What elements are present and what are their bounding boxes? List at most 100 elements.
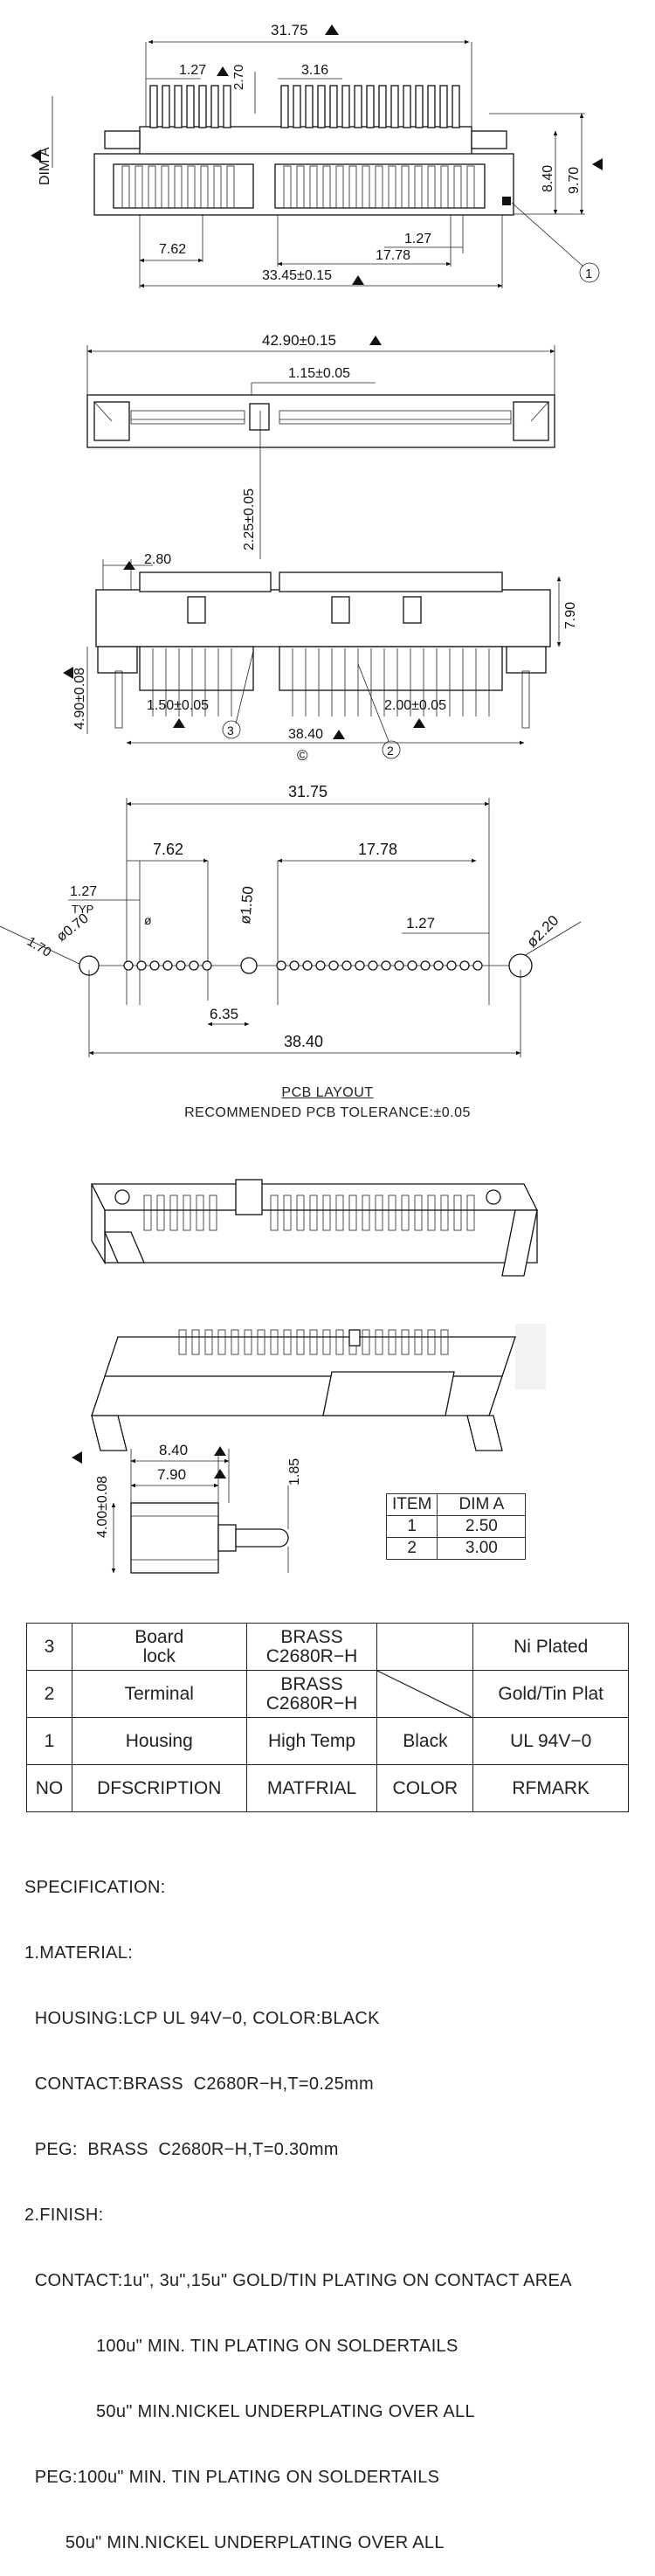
pcb-dim-phi150: ø1.50 (237, 885, 257, 924)
bom-header-no: NO (26, 1764, 72, 1812)
bom-color (376, 1623, 474, 1671)
iso-view-bottom (91, 1324, 546, 1451)
dim-840: 8.40 (541, 165, 555, 192)
spec-line: 50u" MIN.NICKEL UNDERPLATING OVER ALL (24, 2402, 475, 2421)
dim-a-table: ITEM DIM A 1 2.50 2 3.00 (385, 1493, 527, 1560)
dim-side-200: 2.00±0.05 (384, 698, 446, 713)
dim-side-790: 7.90 (563, 602, 578, 629)
spec-line: 2.FINISH: (24, 2206, 104, 2225)
bom-color: Black (376, 1717, 474, 1765)
bom-remark: UL 94V−0 (472, 1717, 629, 1765)
front-view: 42.90±0.15 1.15±0.05 2.25±0.05 (86, 332, 555, 559)
bom-color (376, 1670, 474, 1718)
bom-header-color: COLOR (376, 1764, 474, 1812)
item-cell: 2 (385, 1537, 438, 1560)
bom-header-remark: RFMARK (472, 1764, 629, 1812)
bom-material: High Temp (245, 1717, 378, 1765)
mechanical-drawing: 31.75 1.27 2.70 3.16 DIM A 8.40 9.70 (0, 22, 603, 1574)
dim-a-header: DIM A (437, 1493, 527, 1516)
pcb-dim-635: 6.35 (210, 1006, 238, 1022)
bom-header-material: MATFRIAL (245, 1764, 378, 1812)
end-dim-790: 7.90 (157, 1466, 186, 1483)
iso-bottom-fins (178, 1329, 449, 1355)
end-view: 8.40 7.90 4.00±0.08 1.85 (72, 1442, 302, 1574)
dim-side-490: 4.90±0.08 (72, 668, 87, 730)
bottom-contacts (121, 165, 475, 209)
spec-line: 50u" MIN.NICKEL UNDERPLATING OVER ALL (24, 2533, 445, 2552)
dim-pitch-small: 1.27 (179, 63, 206, 78)
dim-a-label: DIM A (38, 147, 52, 185)
end-dim-840: 8.40 (159, 1442, 188, 1458)
item-cell: 1 (385, 1515, 438, 1538)
bom-desc: Terminal (71, 1670, 247, 1718)
spec-line: CONTACT:1u", 3u",15u" GOLD/TIN PLATING O… (24, 2271, 572, 2290)
dim-270: 2.70 (231, 65, 246, 90)
item-header: ITEM (385, 1493, 438, 1516)
spec-line: PEG: BRASS C2680R−H,T=0.30mm (24, 2140, 339, 2159)
pcb-label-typ: TYP (72, 903, 93, 916)
dim-316: 3.16 (301, 63, 328, 78)
spec-line: HOUSING:LCP UL 94V−0, COLOR:BLACK (24, 2009, 380, 2028)
callout-2: 2 (387, 744, 394, 758)
pcb-pads (123, 960, 483, 971)
top-view: 31.75 1.27 2.70 3.16 DIM A 8.40 9.70 (31, 22, 603, 288)
dim-overall-top: 31.75 (271, 22, 308, 38)
dim-1778: 17.78 (376, 248, 410, 263)
spec-line: 1.MATERIAL: (24, 1943, 134, 1963)
side-view: 2.80 (63, 552, 578, 764)
callout-1: 1 (585, 267, 592, 281)
spec-line: PEG:100u" MIN. TIN PLATING ON SOLDERTAIL… (24, 2468, 440, 2487)
iso-view-top (90, 1179, 539, 1277)
dim-762: 7.62 (159, 242, 186, 257)
callout-3: 3 (227, 724, 234, 737)
pcb-phi-small: ø (144, 913, 152, 927)
bom-no: 3 (26, 1623, 72, 1671)
bom-header-desc: DFSCRIPTION (71, 1764, 247, 1812)
top-pins-right (280, 85, 460, 128)
dim-bottom: 33.45±0.15 (262, 268, 332, 283)
bom-no: 1 (26, 1717, 72, 1765)
spec-line: 100u" MIN. TIN PLATING ON SOLDERTAILS (24, 2337, 458, 2356)
side-tails (114, 648, 530, 729)
pcb-layout: 31.75 7.62 17.78 1.27 TYP ø ø1.50 1.27 ø… (0, 783, 582, 1057)
dim-front-width: 42.90±0.15 (262, 332, 336, 349)
pcb-dim-127b: 1.27 (406, 915, 435, 931)
diagonal-strike (377, 1671, 472, 1717)
end-dim-400: 4.00±0.08 (95, 1476, 110, 1538)
bom-no: 2 (26, 1670, 72, 1718)
pcb-dim-762: 7.62 (153, 841, 183, 858)
spec-line: SPECIFICATION: (24, 1878, 166, 1897)
bom-desc: Housing (71, 1717, 247, 1765)
table-row: 1 Housing High Temp Black UL 94V−0 (26, 1717, 629, 1765)
mark-c: © (297, 747, 308, 764)
pcb-dim-170: 1.70 (24, 934, 54, 960)
dim-970: 9.70 (567, 167, 582, 194)
dim-front-vertical: 2.25±0.05 (242, 488, 257, 551)
specification-notes: SPECIFICATION: 1.MATERIAL: HOUSING:LCP U… (24, 1833, 572, 2576)
pcb-layout-title: PCB LAYOUT (281, 1085, 374, 1100)
spec-line: CONTACT:BRASS C2680R−H,T=0.25mm (24, 2074, 374, 2094)
dim-a-cell: 3.00 (437, 1537, 527, 1560)
bom-remark: Gold/Tin Plat (472, 1670, 629, 1718)
pcb-dim-1778: 17.78 (358, 841, 397, 858)
dim-front-gap: 1.15±0.05 (288, 366, 350, 381)
pcb-dim-3840: 38.40 (284, 1033, 323, 1050)
pcb-dim-127: 1.27 (70, 884, 97, 899)
pcb-tolerance-note: RECOMMENDED PCB TOLERANCE:±0.05 (184, 1105, 471, 1120)
dim-a-cell: 2.50 (437, 1515, 527, 1538)
pcb-dim-3175: 31.75 (288, 783, 328, 800)
dim-side-3840: 38.40 (288, 727, 323, 742)
dim-side-280: 2.80 (144, 552, 171, 567)
dim-127b: 1.27 (404, 232, 431, 246)
end-dim-185: 1.85 (287, 1458, 302, 1485)
top-pins-left (149, 85, 231, 128)
iso-top-fins (143, 1195, 475, 1231)
dim-side-150: 1.50±0.05 (147, 698, 209, 713)
pcb-dim-phi070: ø0.70 (54, 911, 92, 945)
